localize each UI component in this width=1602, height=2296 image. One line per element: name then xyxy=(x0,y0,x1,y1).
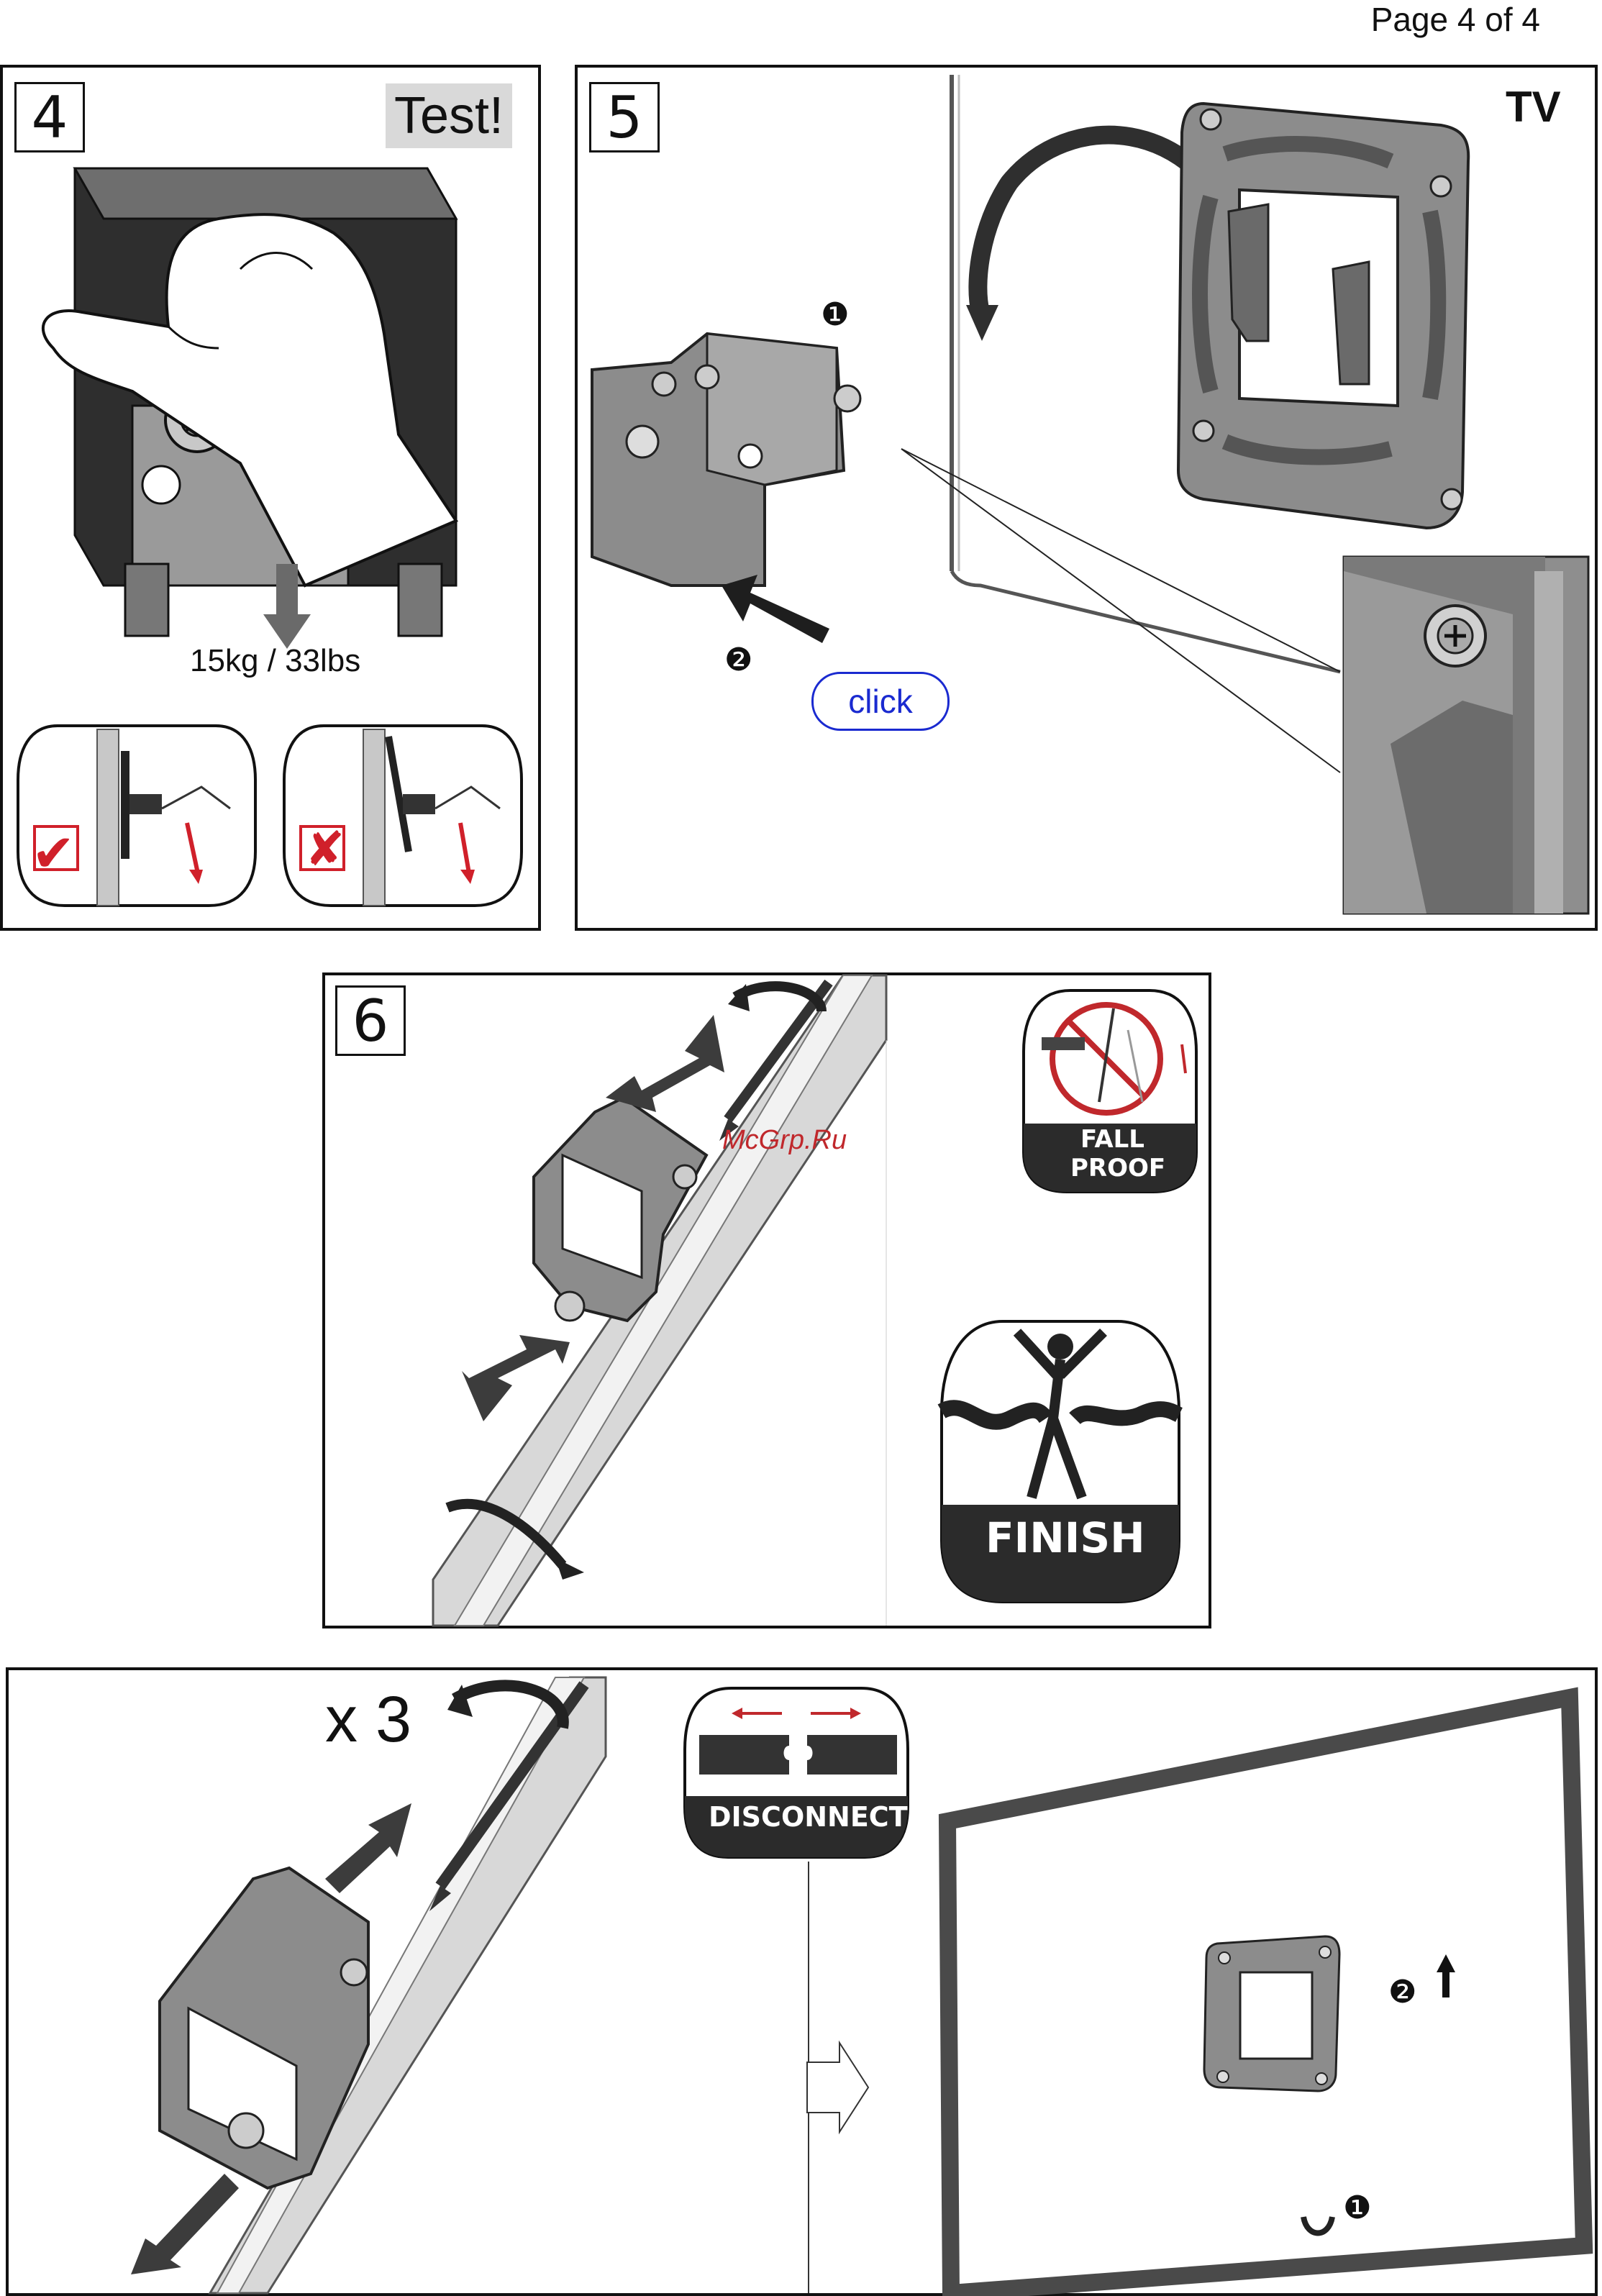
watermark: McGrp.Ru xyxy=(722,1125,847,1156)
tv-plate-illustration xyxy=(578,68,1595,928)
fall-proof-line2: PROOF xyxy=(1070,1154,1165,1183)
step6-panel: 6 McGrp.Ru FALL PROOF xyxy=(322,972,1211,1628)
disconnect-label: DISCONNECT xyxy=(709,1801,908,1833)
disconnect-badge xyxy=(681,1685,911,1862)
finish-label: FINISH xyxy=(986,1513,1145,1562)
removal-marker-2: ❷ xyxy=(1388,1974,1416,2010)
incorrect-install-badge xyxy=(281,722,525,909)
weight-label: 15kg / 33lbs xyxy=(190,643,360,679)
click-label: click xyxy=(811,672,950,731)
page-number: Page 4 of 4 xyxy=(1371,0,1540,39)
step5-marker-1: ❶ xyxy=(821,296,849,333)
removal-panel: x 3 xyxy=(6,1667,1598,2296)
step4-number: 4 xyxy=(14,82,85,152)
test-label: Test! xyxy=(386,83,512,148)
removal-marker-1: ❶ xyxy=(1343,2190,1371,2226)
step5-marker-2: ❷ xyxy=(724,642,752,678)
cross-icon: ✘ xyxy=(305,821,345,877)
check-icon: ✔ xyxy=(32,823,75,883)
down-arrow-icon xyxy=(262,564,312,650)
step5-panel: 5 TV xyxy=(575,65,1598,931)
finish-badge xyxy=(938,1318,1183,1605)
step4-panel: 4 Test! 15kg / 33lbs ✔ xyxy=(0,65,541,931)
fall-proof-line1: FALL xyxy=(1080,1125,1144,1154)
